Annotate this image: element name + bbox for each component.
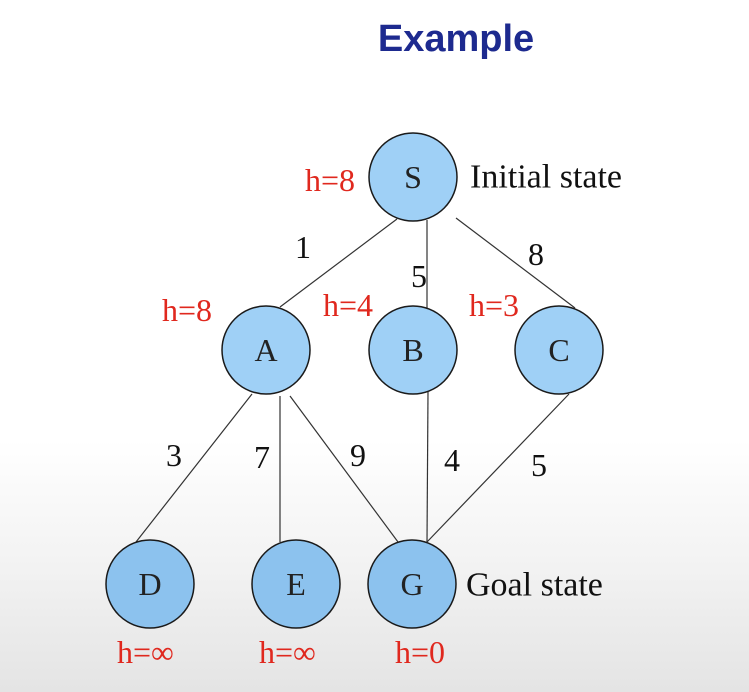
edge-a-d: [135, 393, 253, 543]
edge-a-g: [289, 395, 399, 543]
edge-c-g: [426, 393, 570, 543]
node-e-circle: [251, 539, 341, 629]
node-g-label: G: [400, 566, 423, 602]
node-g: G: [367, 539, 457, 629]
node-e: E: [251, 539, 341, 629]
edge-weight-a-e: 7: [254, 439, 270, 475]
node-a-circle: [221, 305, 311, 395]
node-b-label: B: [402, 332, 423, 368]
node-c-label: C: [548, 332, 569, 368]
slide-title: Example: [377, 18, 535, 60]
node-b: B: [368, 305, 458, 395]
heuristic-a: h=8: [162, 292, 212, 328]
edge-b-g: [426, 391, 429, 543]
node-c: C: [514, 305, 604, 395]
heuristic-d: h=∞: [117, 634, 174, 670]
edge-weight-c-g: 5: [531, 447, 547, 483]
node-e-label: E: [286, 566, 306, 602]
node-s: S: [368, 132, 458, 222]
edge-weight-s-a: 1: [295, 229, 311, 265]
initial-state-label: Initial state: [470, 159, 622, 196]
node-s-label: S: [404, 159, 422, 195]
node-d-circle: [105, 539, 195, 629]
heuristic-c: h=3: [469, 287, 519, 323]
node-b-circle: [368, 305, 458, 395]
node-c-circle: [514, 305, 604, 395]
node-a-label: A: [254, 332, 277, 368]
edge-weight-s-c: 8: [528, 236, 544, 272]
node-s-circle: [368, 132, 458, 222]
heuristic-b: h=4: [323, 287, 373, 323]
node-d: D: [105, 539, 195, 629]
edge-weight-b-g: 4: [444, 442, 460, 478]
heuristic-s: h=8: [305, 162, 355, 198]
edge-s-a: [279, 218, 398, 308]
edge-weight-a-g: 9: [350, 437, 366, 473]
node-g-circle: [367, 539, 457, 629]
heuristic-e: h=∞: [259, 634, 316, 670]
edge-weight-s-b: 5: [411, 258, 427, 294]
goal-state-label: Goal state: [466, 567, 603, 604]
edge-weight-a-d: 3: [166, 437, 182, 473]
node-a: A: [221, 305, 311, 395]
node-d-label: D: [138, 566, 161, 602]
edge-s-c: [455, 217, 576, 309]
heuristic-g: h=0: [395, 634, 445, 670]
